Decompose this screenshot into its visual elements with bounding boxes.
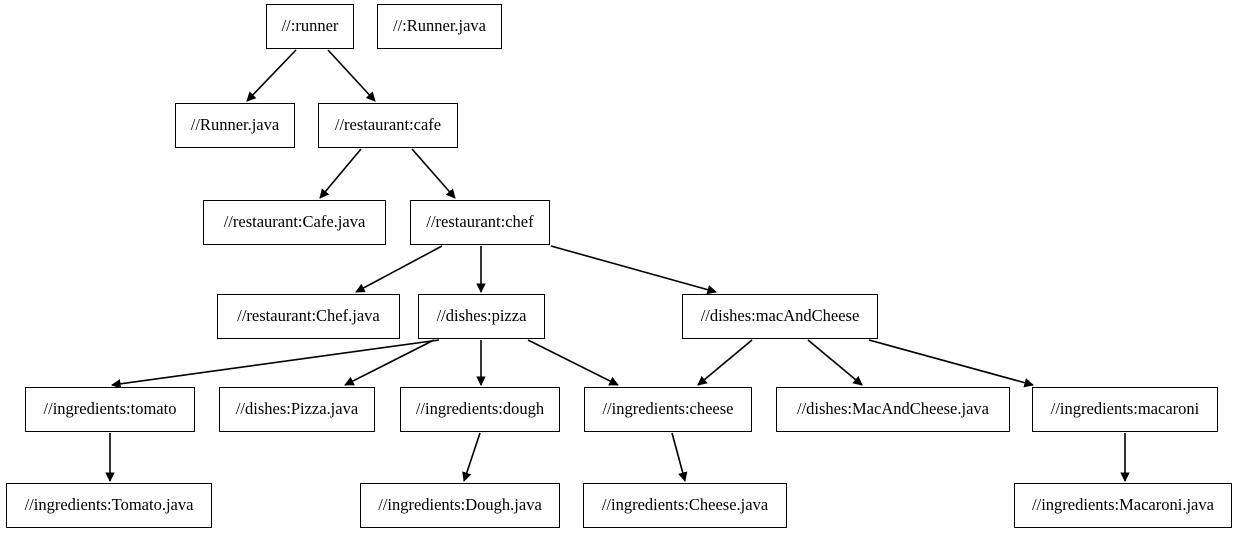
graph-node-runner_java[interactable]: //Runner.java — [175, 103, 295, 148]
graph-edge-ingredients_dough-to-ingredients_dough_java — [462, 432, 481, 482]
graph-node-ingredients_cheese_java[interactable]: //ingredients:Cheese.java — [583, 483, 787, 528]
graph-node-label: //ingredients:dough — [415, 399, 545, 419]
graph-node-dishes_macandcheese_java[interactable]: //dishes:MacAndCheese.java — [776, 387, 1010, 432]
graph-node-runner_java_root[interactable]: //:Runner.java — [377, 4, 502, 49]
graph-node-label: //dishes:pizza — [436, 306, 527, 326]
graph-node-label: //:Runner.java — [392, 16, 487, 36]
graph-node-label: //ingredients:Tomato.java — [24, 495, 194, 515]
graph-node-ingredients_macaroni[interactable]: //ingredients:macaroni — [1032, 387, 1218, 432]
graph-node-ingredients_dough[interactable]: //ingredients:dough — [400, 387, 560, 432]
graph-node-restaurant_chef_java[interactable]: //restaurant:Chef.java — [217, 294, 400, 339]
graph-edge-dishes_pizza-to-ingredients_tomato — [111, 339, 440, 389]
graph-edge-ingredients_cheese-to-ingredients_cheese_java — [671, 432, 688, 482]
graph-edge-restaurant_chef-to-restaurant_chef_java — [355, 245, 443, 293]
graph-node-label: //dishes:MacAndCheese.java — [797, 399, 989, 419]
graph-node-dishes_pizza[interactable]: //dishes:pizza — [418, 294, 545, 339]
graph-edge-dishes_macandcheese-to-ingredients_macaroni — [868, 339, 1034, 388]
graph-node-label: //ingredients:Dough.java — [378, 495, 542, 515]
graph-node-label: //dishes:macAndCheese — [700, 306, 860, 326]
graph-node-label: //restaurant:cafe — [334, 115, 442, 135]
graph-edge-dishes_pizza-to-dishes_pizza_java — [344, 339, 435, 386]
graph-node-ingredients_dough_java[interactable]: //ingredients:Dough.java — [360, 483, 560, 528]
graph-edge-restaurant_cafe-to-restaurant_cafe_java — [319, 148, 362, 199]
graph-edge-dishes_pizza-to-ingredients_cheese — [527, 339, 619, 386]
graph-node-label: //:runner — [281, 16, 339, 36]
graph-node-label: //ingredients:macaroni — [1050, 399, 1200, 419]
graph-node-label: //dishes:Pizza.java — [235, 399, 359, 419]
graph-node-label: //restaurant:chef — [426, 212, 534, 232]
graph-node-restaurant_cafe_java[interactable]: //restaurant:Cafe.java — [203, 200, 386, 245]
graph-edge-restaurant_chef-to-dishes_macandcheese — [550, 245, 717, 295]
graph-edge-runner-to-restaurant_cafe — [327, 49, 376, 102]
graph-edge-restaurant_cafe-to-restaurant_chef — [411, 148, 456, 199]
graph-node-label: //ingredients:Cheese.java — [601, 495, 769, 515]
graph-node-label: //restaurant:Chef.java — [237, 306, 380, 326]
graph-node-label: //restaurant:Cafe.java — [223, 212, 366, 232]
graph-node-label: //ingredients:cheese — [602, 399, 734, 419]
graph-edge-dishes_macandcheese-to-ingredients_cheese — [697, 339, 753, 386]
graph-node-label: //ingredients:tomato — [43, 399, 177, 419]
graph-node-restaurant_cafe[interactable]: //restaurant:cafe — [318, 103, 458, 148]
graph-edge-runner-to-runner_java — [246, 49, 297, 102]
graph-node-ingredients_macaroni_java[interactable]: //ingredients:Macaroni.java — [1014, 483, 1232, 528]
graph-edge-dishes_macandcheese-to-dishes_macandcheese_java — [807, 339, 863, 386]
graph-node-ingredients_tomato_java[interactable]: //ingredients:Tomato.java — [6, 483, 212, 528]
graph-node-ingredients_tomato[interactable]: //ingredients:tomato — [25, 387, 195, 432]
graph-node-restaurant_chef[interactable]: //restaurant:chef — [410, 200, 550, 245]
graph-node-label: //ingredients:Macaroni.java — [1032, 495, 1214, 515]
graph-node-dishes_pizza_java[interactable]: //dishes:Pizza.java — [219, 387, 375, 432]
graph-node-label: //Runner.java — [190, 115, 280, 135]
graph-node-dishes_macandcheese[interactable]: //dishes:macAndCheese — [682, 294, 878, 339]
graph-node-ingredients_cheese[interactable]: //ingredients:cheese — [584, 387, 752, 432]
graph-node-runner[interactable]: //:runner — [266, 4, 354, 49]
